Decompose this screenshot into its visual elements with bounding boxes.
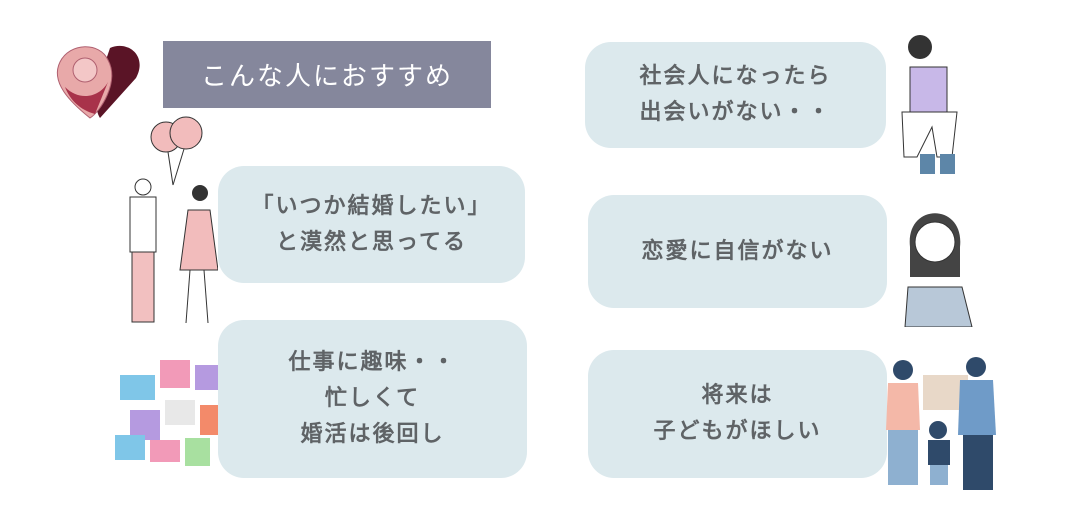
- card-line: 「いつか結婚したい」: [251, 193, 492, 219]
- recommendation-card: 仕事に趣味・・ 忙しくて 婚活は後回し: [218, 320, 527, 478]
- rose-heart-logo: [50, 42, 145, 122]
- recommendation-card: 「いつか結婚したい」 と漠然と思ってる: [218, 166, 525, 283]
- card-line: 婚活は後回し: [300, 422, 445, 447]
- card-line: 恋愛に自信がない: [641, 238, 834, 264]
- card-line: と漠然と思ってる: [276, 229, 467, 255]
- sitting-man-illustration: [892, 32, 972, 182]
- couple-balloons-illustration: [118, 115, 219, 330]
- page-title: こんな人におすすめ: [163, 41, 491, 108]
- card-line: 忙しくて: [324, 386, 421, 411]
- recommendation-card: 将来は 子どもがほしい: [588, 350, 887, 478]
- card-line: 将来は: [701, 383, 774, 408]
- card-line: 出会いがない・・: [639, 100, 832, 125]
- card-line: 子どもがほしい: [653, 419, 822, 444]
- worried-woman-illustration: [900, 202, 980, 328]
- card-line: 社会人になったら: [639, 64, 832, 89]
- recommendation-card: 恋愛に自信がない: [588, 195, 887, 308]
- card-line: 仕事に趣味・・: [288, 350, 457, 375]
- recommendation-card: 社会人になったら 出会いがない・・: [585, 42, 886, 148]
- family-illustration: [868, 355, 1023, 495]
